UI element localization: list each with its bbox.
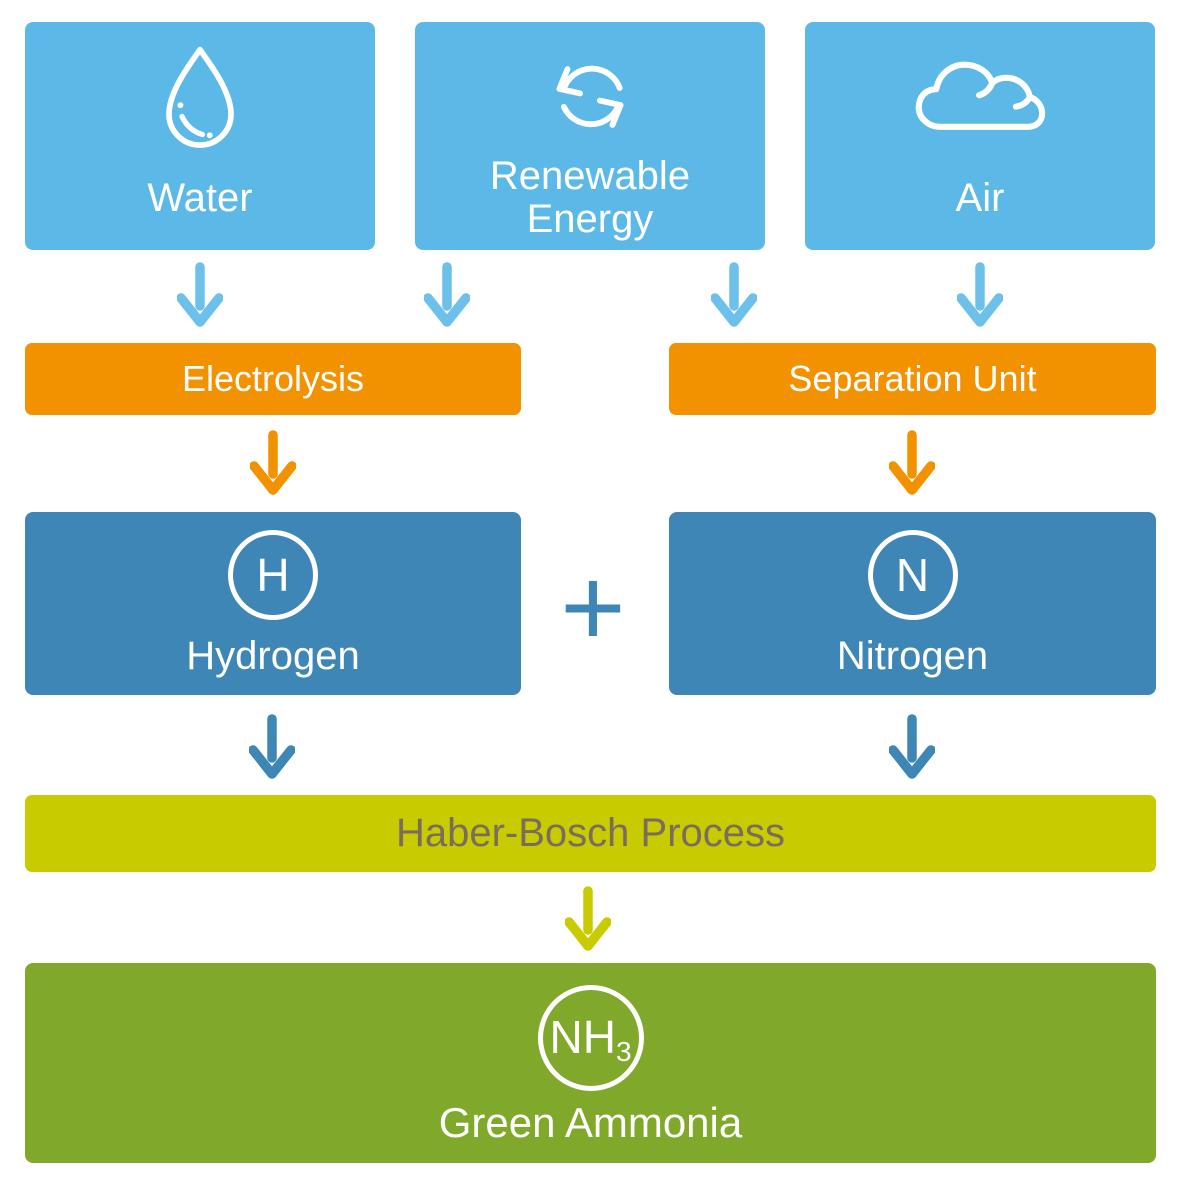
- arrow-electrolysis-to-hydrogen: [250, 430, 296, 495]
- nh3-circle-icon: NH3: [537, 985, 644, 1091]
- node-haber-bosch: Haber-Bosch Process: [25, 795, 1156, 872]
- haber-bosch-label: Haber-Bosch Process: [395, 811, 786, 855]
- hydrogen-symbol: H: [256, 549, 290, 601]
- renewable-cycle-icon: [545, 42, 635, 152]
- renewable-label-line2: Energy: [526, 197, 654, 241]
- node-hydrogen: H Hydrogen: [25, 512, 521, 695]
- arrow-water-to-electrolysis: [177, 262, 223, 327]
- node-nitrogen: N Nitrogen: [669, 512, 1156, 695]
- electrolysis-label: Electrolysis: [181, 358, 365, 399]
- arrow-nitrogen-to-haber-bosch: [889, 714, 935, 779]
- air-label-text: Air: [955, 175, 1005, 220]
- green-ammonia-label: Green Ammonia: [438, 1099, 743, 1146]
- cloud-icon: [910, 42, 1050, 152]
- nitrogen-label: Nitrogen: [836, 634, 989, 678]
- node-air-label: Air: [956, 146, 1005, 250]
- plus-sign: +: [560, 544, 626, 670]
- nh3-symbol: NH3: [549, 1011, 632, 1067]
- hydrogen-circle-icon: H: [228, 530, 318, 620]
- node-renewable-energy-label: Renewable Energy: [490, 146, 690, 250]
- arrow-haber-bosch-to-ammonia: [565, 886, 611, 951]
- nitrogen-symbol: N: [895, 549, 930, 601]
- node-separation-unit: Separation Unit: [669, 343, 1156, 415]
- node-air: Air: [805, 22, 1155, 250]
- separation-unit-label: Separation Unit: [788, 358, 1037, 399]
- water-drop-icon: [159, 42, 241, 152]
- node-water: Water: [25, 22, 375, 250]
- arrow-hydrogen-to-haber-bosch: [249, 714, 295, 779]
- nitrogen-circle-icon: N: [867, 530, 958, 620]
- water-label-text: Water: [147, 175, 253, 220]
- arrow-air-to-separation: [957, 262, 1003, 327]
- arrow-renewable-to-separation: [711, 262, 757, 327]
- arrow-separation-to-nitrogen: [889, 430, 935, 495]
- hydrogen-label: Hydrogen: [186, 634, 360, 678]
- node-renewable-energy: Renewable Energy: [415, 22, 765, 250]
- renewable-label-line1: Renewable: [489, 154, 691, 198]
- arrow-renewable-to-electrolysis: [424, 262, 470, 327]
- node-green-ammonia: NH3 Green Ammonia: [25, 963, 1156, 1163]
- node-electrolysis: Electrolysis: [25, 343, 521, 415]
- node-water-label: Water: [147, 146, 252, 250]
